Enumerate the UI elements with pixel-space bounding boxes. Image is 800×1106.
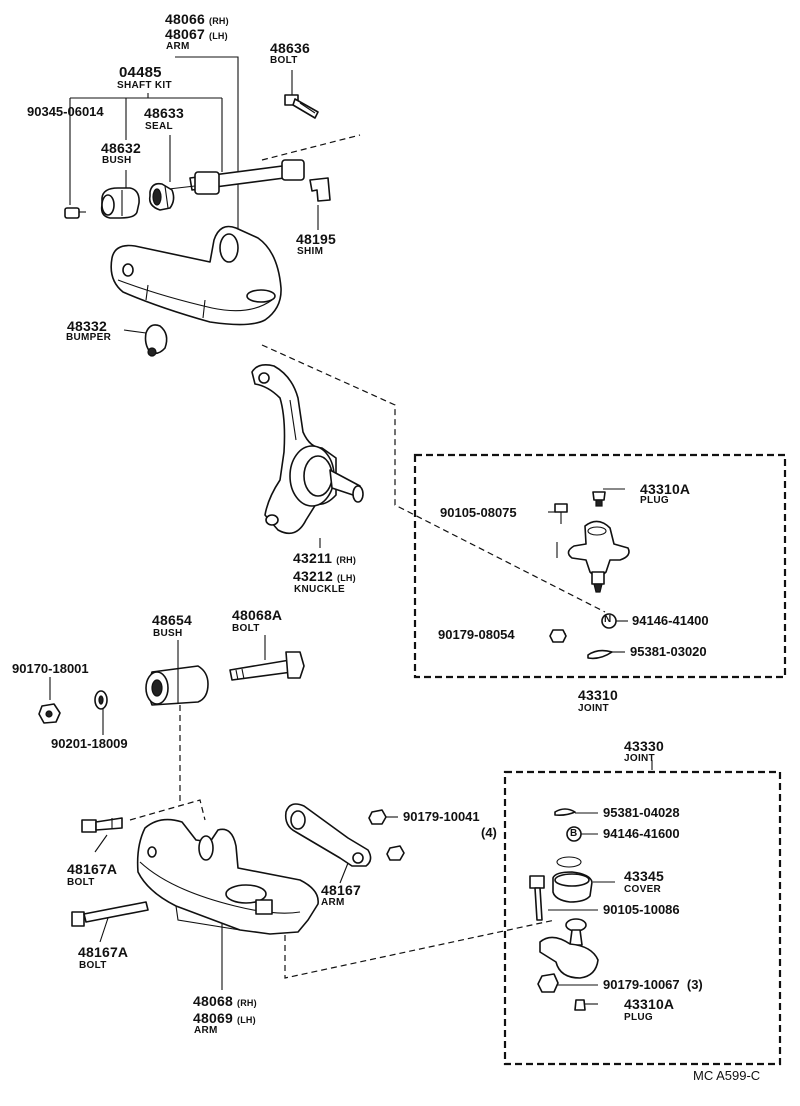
lower-bush-name: BUSH <box>153 628 183 639</box>
lower-bolt-number: 48068A <box>232 607 283 623</box>
lower-bush-48654 <box>145 665 209 706</box>
pin-03020-number: 95381-03020 <box>630 644 707 659</box>
small-bolt-number: 90345-06014 <box>27 104 104 119</box>
nut-90170-18001 <box>38 703 61 724</box>
upper-bolt-number: 48636 <box>270 40 310 56</box>
lower-joint-number: 43330 <box>624 738 664 754</box>
lower-arm-lh-qualifier: (LH) <box>237 1015 256 1025</box>
upper-bush-number: 48632 <box>101 140 141 156</box>
seal-name: SEAL <box>145 121 173 132</box>
bolt-48167a-bottom-number: 48167A <box>78 944 129 960</box>
upper-joint-box <box>413 453 787 679</box>
shim-number: 48195 <box>296 231 336 247</box>
strut-arm-48167 <box>284 803 372 867</box>
small-bolt-90345 <box>64 207 86 219</box>
shim-48195 <box>309 177 331 202</box>
upper-ball-joint-parts <box>549 491 630 660</box>
rh-qualifier: (RH) <box>209 16 229 26</box>
upper-arm-rh-number: 48066 (RH) <box>165 11 229 27</box>
upper-bolt-name: BOLT <box>270 55 298 66</box>
knuckle-rh-qualifier: (RH) <box>336 555 357 565</box>
upper-plug-name: PLUG <box>640 495 669 506</box>
lower-arm-rh-qualifier: (RH) <box>237 998 257 1008</box>
upper-arm-lh-number: 48067 (LH) <box>165 26 228 42</box>
knuckle-lh-qualifier: (LH) <box>337 573 356 583</box>
bumper-name: BUMPER <box>66 332 112 343</box>
bolt-48167a-bottom <box>71 901 149 927</box>
bolt-10086-number: 90105-10086 <box>603 902 680 917</box>
knuckle-name: KNUCKLE <box>294 584 345 595</box>
lower-arm-name: ARM <box>194 1025 218 1036</box>
bolt-48167a-top <box>81 817 123 833</box>
pin-04028-number: 95381-04028 <box>603 805 680 820</box>
nut-90179-10041 <box>368 809 405 861</box>
upper-seal-48633 <box>148 182 175 211</box>
lower-bolt-48068a <box>229 651 305 681</box>
lower-arm-lh-number: 48069 (LH) <box>193 1010 256 1026</box>
washer-90201-18009 <box>94 690 108 710</box>
lower-ball-joint-parts <box>529 808 599 1011</box>
bolt-48167a-top-name: BOLT <box>67 877 95 888</box>
upper-plug-number: 43310A <box>640 481 691 497</box>
bolt-48167a-top-number: 48167A <box>67 861 118 877</box>
shim-name: SHIM <box>297 246 324 257</box>
upper-control-arm <box>110 225 282 326</box>
lower-control-arm <box>136 818 319 935</box>
bumper-number: 48332 <box>67 318 107 334</box>
assembly-guides <box>129 134 606 979</box>
upper-bush-48632 <box>100 187 140 219</box>
lower-joint-box <box>503 770 782 1066</box>
nut-41400-number: 94146-41400 <box>632 613 709 628</box>
upper-bolt-48636 <box>284 94 319 119</box>
shaft-kit-number: 04485 <box>119 64 162 81</box>
lh-qualifier: (LH) <box>209 31 228 41</box>
upper-joint-name: JOINT <box>578 703 609 714</box>
upper-bush-name: BUSH <box>102 155 132 166</box>
castle-nut-n-symbol: N <box>604 614 612 625</box>
lower-bush-number: 48654 <box>152 612 192 628</box>
lower-plug-name: PLUG <box>624 1012 653 1023</box>
nut-10041-number: 90179-10041 <box>403 809 480 824</box>
nut-41600-number: 94146-41600 <box>603 826 680 841</box>
bolt-08075-number: 90105-08075 <box>440 505 517 520</box>
strut-arm-name: ARM <box>321 897 345 908</box>
knuckle-rh-number: 43211 (RH) <box>293 550 357 566</box>
lower-joint-name: JOINT <box>624 753 655 764</box>
nut-10067-qty: (3) <box>686 977 703 992</box>
figure-reference: MC A599-C <box>693 1068 761 1083</box>
washer-18009-number: 90201-18009 <box>51 736 128 751</box>
shaft-kit-name: SHAFT KIT <box>117 80 172 91</box>
upper-arm-name: ARM <box>166 41 190 52</box>
upper-arm-shaft <box>159 159 305 195</box>
lower-plug-number: 43310A <box>624 996 675 1012</box>
cover-number: 43345 <box>624 868 664 884</box>
seal-number: 48633 <box>144 105 184 121</box>
lower-arm-rh-number: 48068 (RH) <box>193 993 257 1009</box>
bumper-48332 <box>144 324 168 357</box>
upper-joint-number: 43310 <box>578 687 618 703</box>
strut-arm-number: 48167 <box>321 882 361 898</box>
knuckle-lh-number: 43212 (LH) <box>293 568 356 584</box>
castle-nut-b-symbol: B <box>570 828 578 839</box>
steering-knuckle <box>251 364 364 535</box>
nut-18001-number: 90170-18001 <box>12 661 89 676</box>
nut-08054-number: 90179-08054 <box>438 627 515 642</box>
nut-10067-number: 90179-10067 (3) <box>603 977 703 992</box>
cover-name: COVER <box>624 884 662 895</box>
nut-10041-qty: (4) <box>481 825 497 840</box>
bolt-48167a-bottom-name: BOLT <box>79 960 107 971</box>
lower-bolt-name: BOLT <box>232 623 260 634</box>
